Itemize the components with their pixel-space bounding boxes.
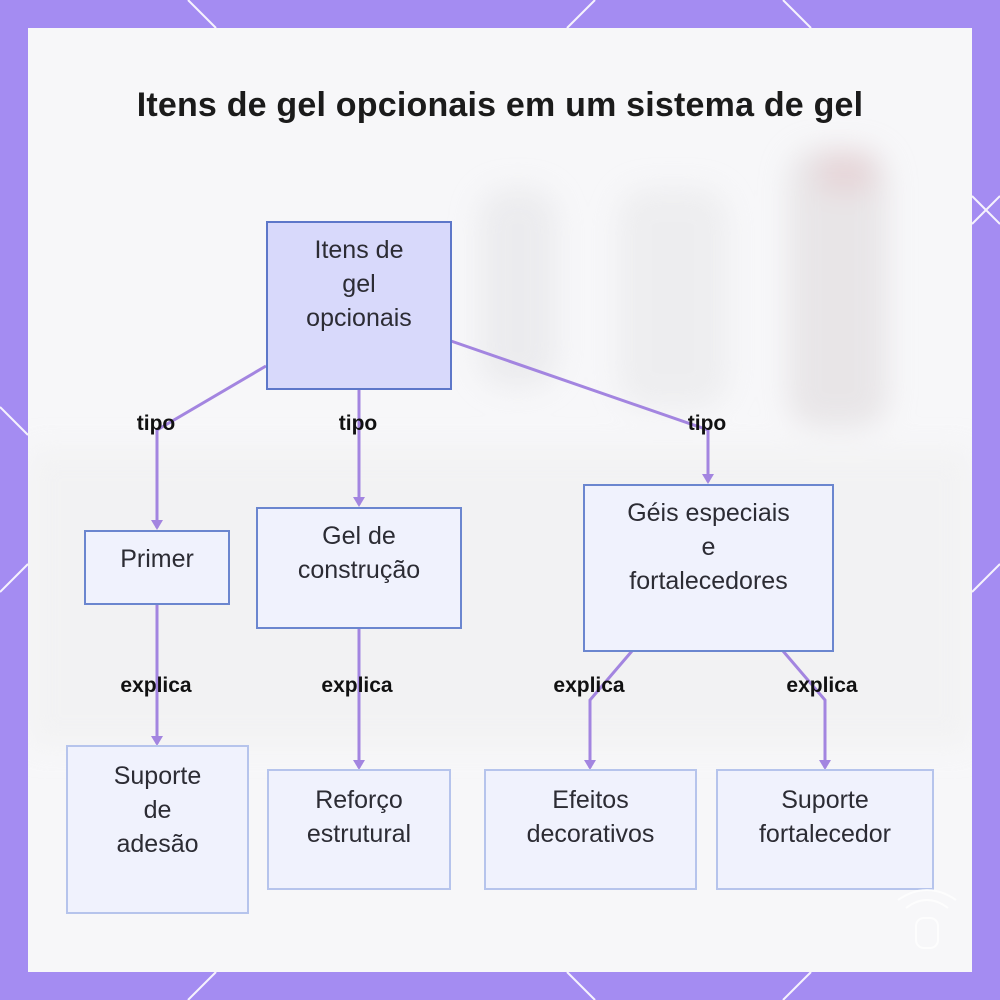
node-label: Gel de [322,522,396,550]
edge-arrow [353,497,365,507]
node-label: de [143,796,172,824]
edge-label-explica: explica [553,674,625,697]
edge-root-primer [155,364,267,528]
diagram-title: Itens de gel opcionais em um sistema de … [136,86,864,124]
node-label: decorativos [526,820,655,848]
edge-label-explica: explica [786,674,858,697]
edge-label-explica: explica [321,674,393,697]
edge-label-tipo: tipo [136,412,176,435]
node-label: Suporte [113,762,202,790]
node-primer: Primer [84,530,230,605]
edge-arrow [702,474,714,484]
node-label: fortalecedor [758,820,892,848]
edge-arrow [353,760,365,770]
edge-label-tipo: tipo [687,412,727,435]
edge-especiais-decorativos [588,650,634,768]
edge-especiais-fortalecedor [781,650,827,768]
edge-arrow [151,736,163,746]
node-label: Reforço [315,786,403,814]
node-label: Efeitos [552,786,629,814]
edge-root-especiais [450,339,710,482]
node-suporte-fortalecedor: Suporte fortalecedor [716,769,934,890]
node-label: Itens de [314,236,404,264]
node-label: Géis especiais [627,499,790,527]
node-label: Primer [120,545,194,573]
edge-arrow [584,760,596,770]
node-gel-de-construcao: Gel de construção [256,507,462,629]
node-label: Suporte [781,786,869,814]
node-suporte-de-adesao: Suporte de adesão [66,745,249,914]
watermark-icon [897,889,957,949]
node-itens-de-gel-opcionais: Itens de gel opcionais [266,221,452,390]
edge-arrow [819,760,831,770]
node-label: estrutural [306,820,412,848]
node-label: opcionais [306,304,412,332]
edge-arrow [151,520,163,530]
node-label: adesão [116,830,199,858]
node-label: fortalecedores [629,567,788,595]
node-label: gel [342,270,376,298]
node-efeitos-decorativos: Efeitos decorativos [484,769,697,890]
edge-label-tipo: tipo [338,412,378,435]
node-label: construção [297,556,421,584]
node-label: e [701,533,716,561]
node-geis-especiais-e-fortalecedores: Géis especiais e fortalecedores [583,484,834,652]
node-reforco-estrutural: Reforço estrutural [267,769,451,890]
edge-label-explica: explica [120,674,192,697]
